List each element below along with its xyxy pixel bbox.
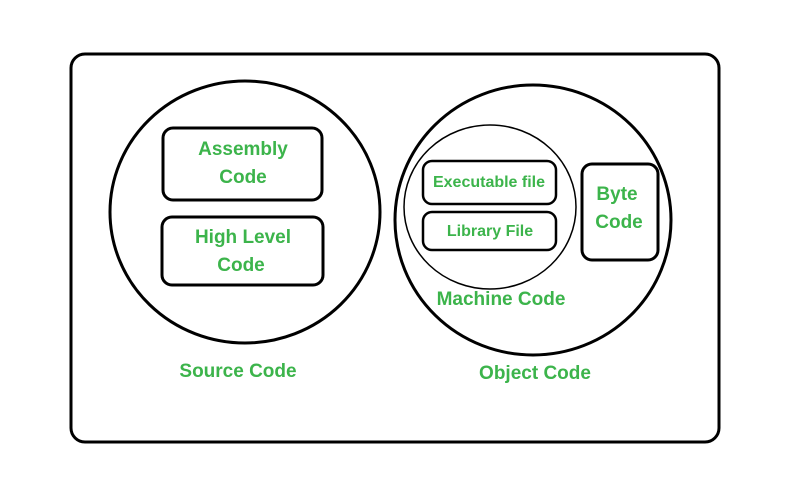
byte-code-box [580, 162, 660, 262]
library-file-box [421, 210, 558, 252]
byte-code-line2: Code [595, 212, 643, 233]
object-code-circle [393, 83, 673, 357]
outer-frame [69, 52, 721, 444]
object-code-label: Object Code [479, 363, 591, 384]
source-code-label: Source Code [179, 361, 296, 382]
machine-code-label: Machine Code [437, 289, 566, 310]
library-file-label: Library File [447, 223, 533, 240]
assembly-code-line1: Assembly [198, 139, 288, 160]
source-code-circle [108, 79, 382, 345]
object-code-group: Executable file Library File Machine Cod… [393, 83, 673, 384]
source-code-group: Assembly Code High Level Code Source Cod… [108, 79, 382, 382]
assembly-code-box [161, 126, 324, 202]
assembly-code-line2: Code [219, 167, 267, 188]
executable-file-box [421, 159, 558, 206]
high-level-code-box [160, 215, 325, 287]
machine-code-circle [403, 124, 577, 290]
executable-file-label: Executable file [433, 174, 545, 191]
byte-code-line1: Byte [596, 184, 637, 205]
high-level-code-line2: Code [217, 255, 265, 276]
high-level-code-line1: High Level [195, 227, 291, 248]
